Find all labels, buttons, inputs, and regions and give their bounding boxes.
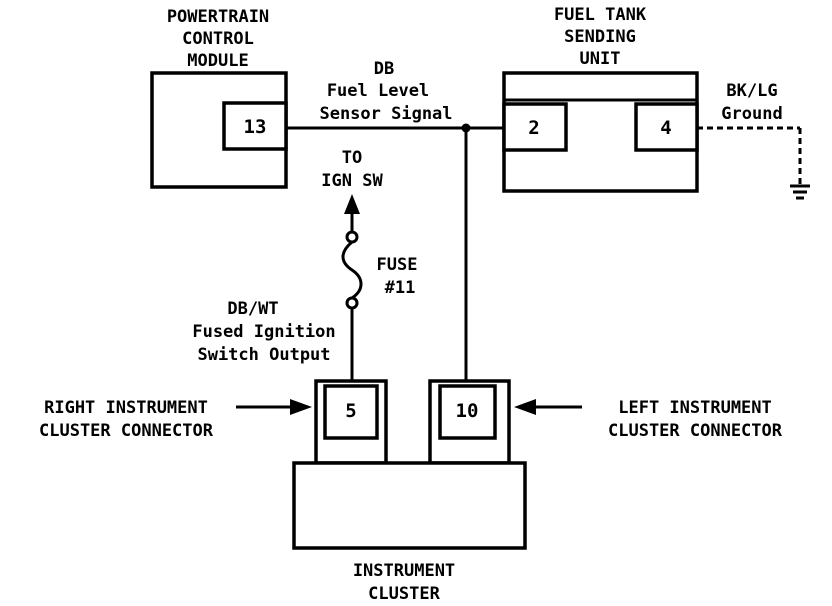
cluster-title-line-1: INSTRUMENT xyxy=(353,561,455,581)
ign-line-1: TO xyxy=(342,148,362,168)
right-connector-label-line-2: CLUSTER CONNECTOR xyxy=(39,421,214,441)
sending-unit-title-line-3: UNIT xyxy=(580,49,621,69)
ground-wire-desc: Ground xyxy=(721,104,782,124)
powertrain-control-module: POWERTRAIN CONTROL MODULE 13 xyxy=(150,7,288,189)
pcm-title-line-1: POWERTRAIN xyxy=(167,7,269,27)
fused-wire-desc-line-2: Switch Output xyxy=(197,345,330,365)
instrument-cluster-box xyxy=(292,461,527,550)
fuel-tank-sending-unit: FUEL TANK SENDING UNIT 2 4 xyxy=(502,5,699,193)
sending-unit-title-line-1: FUEL TANK xyxy=(554,5,647,25)
ign-line-2: IGN SW xyxy=(321,171,383,191)
pcm-title-line-2: CONTROL xyxy=(182,29,254,49)
sending-unit-pin-2-box xyxy=(502,102,568,152)
pcm-pin-box xyxy=(222,101,288,151)
sending-unit-pin-4: 4 xyxy=(660,117,671,139)
arrow-up-icon xyxy=(344,194,360,214)
fuse-icon xyxy=(341,240,363,300)
fuse-terminal-bottom xyxy=(345,296,359,310)
pcm-pin-13: 13 xyxy=(244,116,267,138)
fuel-level-signal-wire: DB Fuel Level Sensor Signal xyxy=(286,59,504,381)
right-connector-label-line-1: RIGHT INSTRUMENT xyxy=(44,398,208,418)
ground-wire-color: BK/LG xyxy=(726,81,777,101)
arrow-right-icon xyxy=(290,399,312,415)
arrow-left-icon xyxy=(514,399,536,415)
right-connector-pin-5: 5 xyxy=(345,400,356,422)
right-cluster-connector: 5 RIGHT INSTRUMENT CLUSTER CONNECTOR xyxy=(39,379,388,465)
right-connector-pin-box xyxy=(323,384,379,440)
left-connector-label-line-2: CLUSTER CONNECTOR xyxy=(608,421,783,441)
fuse-label-line-2: #11 xyxy=(385,278,416,298)
ground-symbol-icon xyxy=(790,184,810,200)
fused-wire-desc-line-1: Fused Ignition xyxy=(192,322,335,342)
left-connector-pin-10: 10 xyxy=(456,400,479,422)
signal-wire-desc-line-2: Sensor Signal xyxy=(319,104,452,124)
signal-wire-desc-line-1: Fuel Level xyxy=(327,81,429,101)
left-connector-label-line-1: LEFT INSTRUMENT xyxy=(618,398,772,418)
cluster-title-line-2: CLUSTER xyxy=(368,584,440,604)
signal-wire-color: DB xyxy=(374,59,394,79)
fused-wire-color: DB/WT xyxy=(227,299,278,319)
pcm-title-line-3: MODULE xyxy=(187,51,248,71)
left-cluster-connector: 10 LEFT INSTRUMENT CLUSTER CONNECTOR xyxy=(428,379,783,465)
sending-unit-pin-2: 2 xyxy=(528,117,539,139)
fuse-terminal-top xyxy=(345,230,359,244)
ignition-feed: TO IGN SW FUSE #11 DB/WT Fused Ignition … xyxy=(192,148,417,381)
left-connector-pin-box xyxy=(438,384,497,440)
fuse-label-line-1: FUSE xyxy=(377,255,418,275)
sending-unit-title-line-2: SENDING xyxy=(564,27,636,47)
instrument-cluster: INSTRUMENT CLUSTER xyxy=(292,461,527,604)
ground-circuit: BK/LG Ground xyxy=(697,81,810,200)
